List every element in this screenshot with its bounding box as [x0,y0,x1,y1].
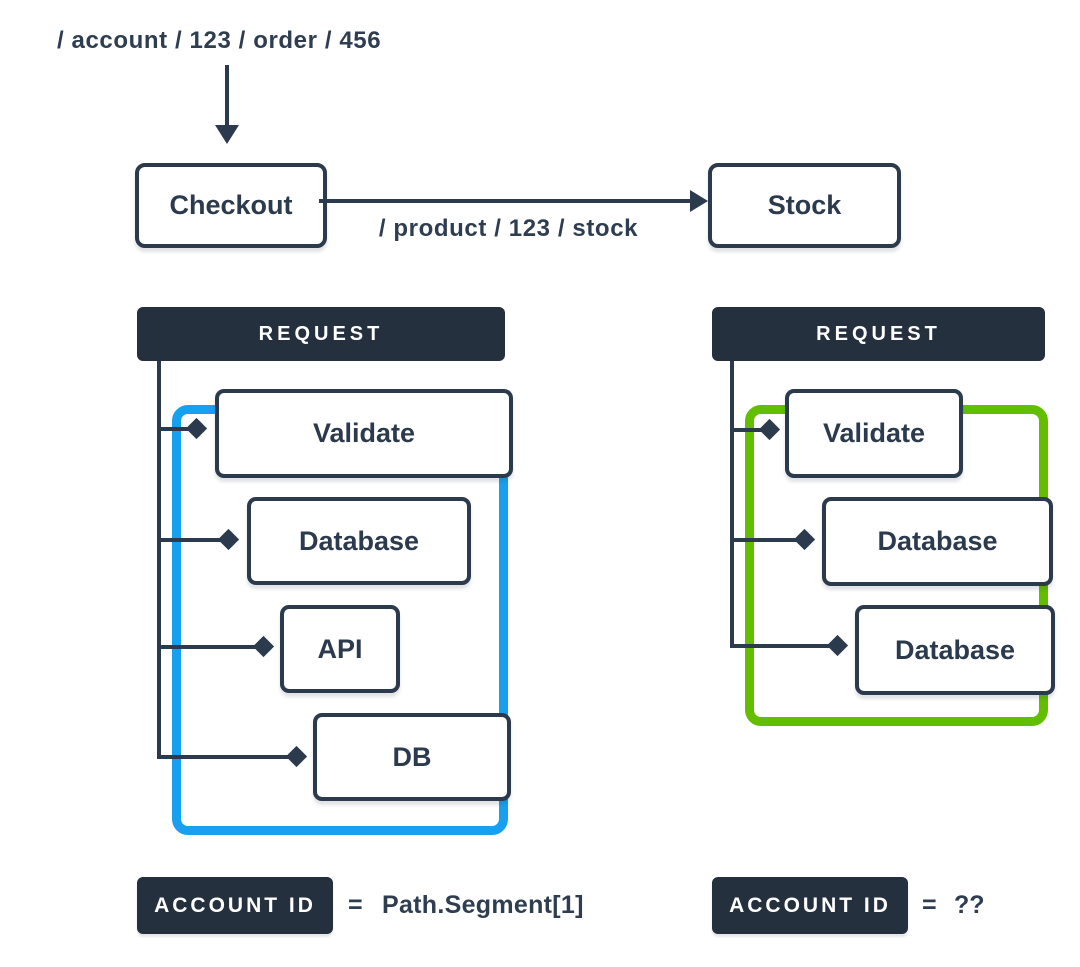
outgoing-path-label: / product / 123 / stock [378,215,639,242]
right-arrow-line [319,199,691,203]
left-equals-sign: = [348,891,363,919]
right-arrow-icon [690,190,708,212]
right-account-id-badge: ACCOUNT ID [712,877,908,934]
checkout-node: Checkout [135,163,327,248]
span-connector-line [157,427,197,431]
right-trace-lifeline [730,361,734,646]
span-connector-line [730,538,805,542]
span-connector-line [730,644,838,648]
left-request-header-label: REQUEST [258,322,384,345]
span-node-database: Database [822,497,1053,586]
left-request-header: REQUEST [137,307,505,361]
down-arrow-line [225,65,229,127]
stock-label: Stock [767,190,842,220]
stock-node: Stock [708,163,901,248]
span-node-database: Database [247,497,471,585]
span-connector-line [730,428,770,432]
right-account-id-value: ?? [954,891,985,919]
span-label: DB [392,741,432,772]
incoming-path-label: / account / 123 / order / 456 [57,27,382,54]
span-label: Database [298,525,420,556]
span-node-database: Database [855,605,1055,695]
left-account-id-value: Path.Segment[1] [382,891,584,919]
left-account-id-badge-label: ACCOUNT ID [154,893,316,917]
span-node-validate: Validate [215,389,513,478]
span-label: Validate [822,418,926,448]
span-label: Database [894,634,1016,665]
right-request-header-label: REQUEST [816,322,941,345]
right-equals-sign: = [922,891,937,919]
span-connector-line [157,755,297,759]
span-connector-line [157,538,229,542]
left-trace-lifeline [157,361,161,757]
span-node-validate: Validate [785,389,963,478]
span-connector-line [157,645,264,649]
span-node-db: DB [313,713,511,801]
checkout-label: Checkout [169,190,293,220]
span-label: Validate [312,418,416,448]
right-request-header: REQUEST [712,307,1045,361]
span-node-api: API [280,605,400,693]
down-arrow-icon [215,125,239,144]
left-account-id-badge: ACCOUNT ID [137,877,333,934]
right-account-id-badge-label: ACCOUNT ID [729,893,891,917]
span-label: Database [877,526,998,556]
span-label: API [317,633,363,664]
